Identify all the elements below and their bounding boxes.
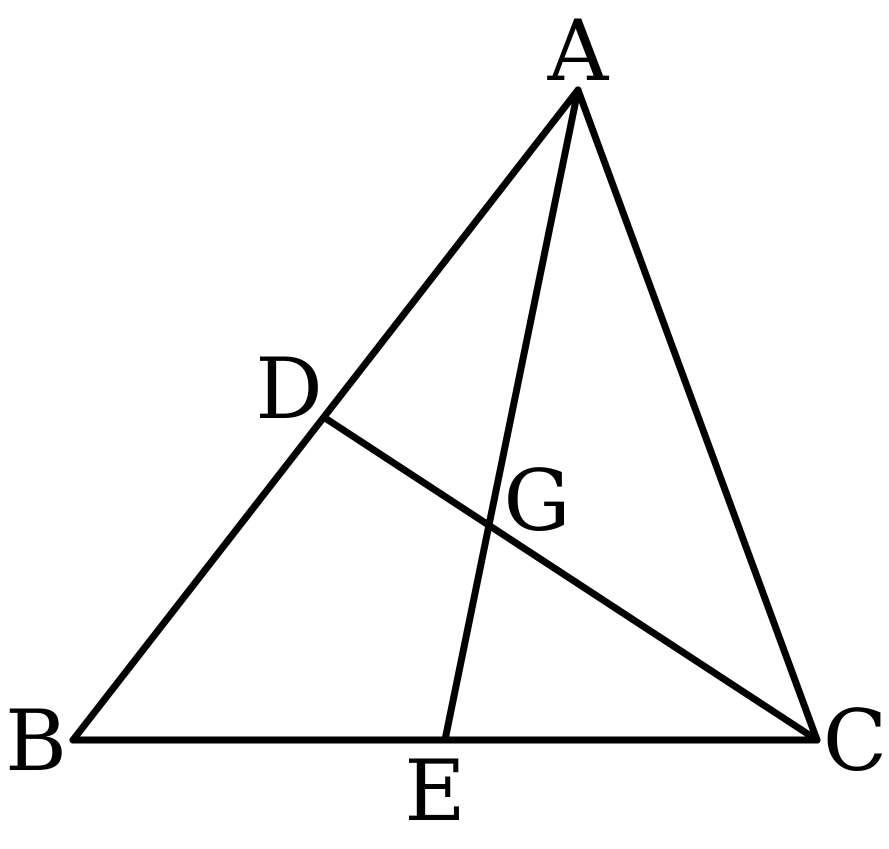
label-c: C (823, 692, 887, 790)
segment-ae (441, 86, 582, 744)
label-e: E (404, 742, 465, 840)
segment-cd (321, 414, 821, 744)
label-g: G (503, 452, 570, 550)
label-b: B (5, 692, 67, 790)
label-d: D (255, 340, 322, 438)
segment-ca (574, 86, 821, 744)
label-a: A (547, 2, 610, 100)
